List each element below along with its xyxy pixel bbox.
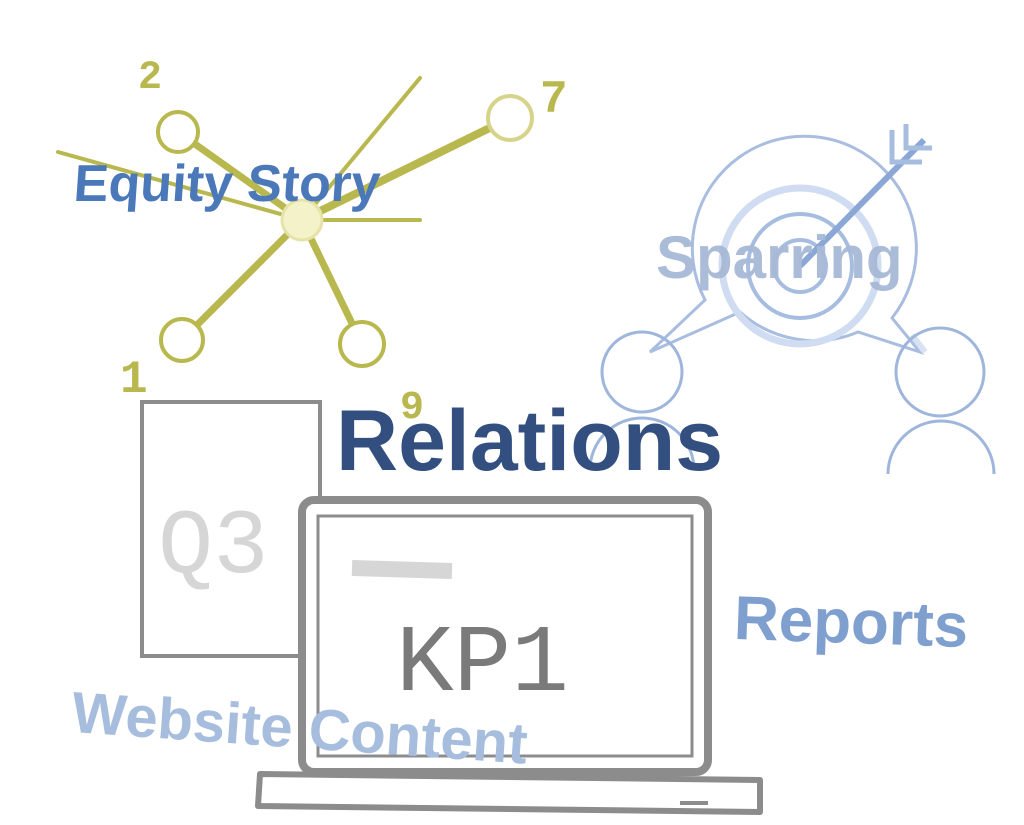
equity-story-label: Equity Story — [71, 155, 383, 213]
laptop-screen-text: KP1 — [396, 610, 569, 719]
person-head-icon — [600, 330, 684, 414]
sparring-label: Sparring — [656, 224, 903, 291]
network-digit: 2 — [138, 56, 162, 101]
person-head-icon — [894, 326, 986, 418]
document-card-text: Q3 — [158, 495, 268, 600]
relations-label: Relations — [336, 393, 724, 489]
laptop-icon: KP1 — [255, 496, 763, 815]
network-node — [159, 317, 205, 363]
network-node — [486, 94, 534, 142]
quarterly-document-card: Q3 — [140, 400, 322, 658]
reports-label: Reports — [732, 583, 970, 662]
network-node — [338, 320, 386, 368]
network-digit: 7 — [540, 74, 568, 126]
network-digit: 9 — [400, 386, 424, 431]
sparring-target-graphic — [588, 124, 996, 475]
network-hub-node — [280, 198, 324, 242]
network-digit: 1 — [120, 354, 148, 406]
network-graph: 2 7 1 9 — [56, 56, 568, 431]
network-node — [156, 110, 200, 154]
